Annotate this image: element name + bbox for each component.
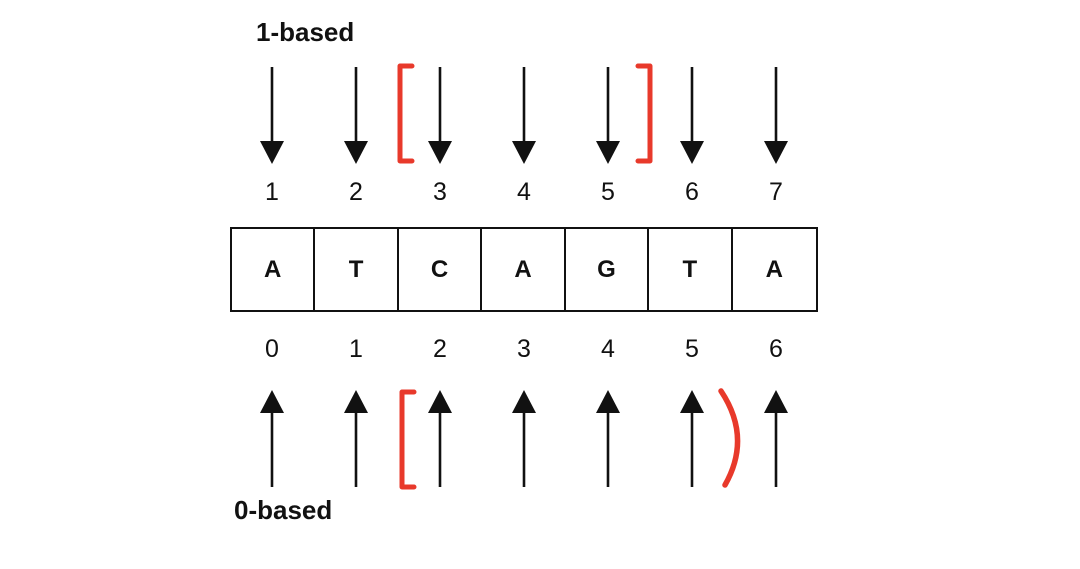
down-arrow-icon [427, 66, 453, 165]
up-arrow-icon [343, 389, 369, 488]
up-arrow-icon [679, 389, 705, 488]
position-label: 6 [685, 178, 699, 206]
position-label: 4 [601, 335, 615, 363]
one-based-positions-row: 1 2 3 4 5 6 7 [230, 176, 818, 208]
position-label: 5 [685, 335, 699, 363]
zero-based-arrow-row [230, 389, 818, 488]
position-label: 7 [769, 178, 783, 206]
open-bracket-icon [395, 62, 415, 165]
sequence-cell: T [315, 229, 399, 310]
down-arrow-icon [763, 66, 789, 165]
position-label: 2 [433, 335, 447, 363]
position-label: 0 [265, 335, 279, 363]
position-label: 1 [349, 335, 363, 363]
down-arrow-icon [343, 66, 369, 165]
sequence-boxes: A T C A G T A [230, 227, 818, 312]
sequence-cell: G [566, 229, 650, 310]
close-paren-icon [714, 386, 754, 489]
down-arrow-icon [511, 66, 537, 165]
position-label: 5 [601, 178, 615, 206]
position-label: 1 [265, 178, 279, 206]
position-label: 2 [349, 178, 363, 206]
zero-based-label: 0-based [234, 495, 333, 525]
up-arrow-icon [595, 389, 621, 488]
sequence-cell: C [399, 229, 483, 310]
close-bracket-icon [635, 62, 655, 165]
position-label: 3 [433, 178, 447, 206]
up-arrow-icon [511, 389, 537, 488]
down-arrow-icon [679, 66, 705, 165]
position-label: 6 [769, 335, 783, 363]
sequence-cell: A [232, 229, 316, 310]
up-arrow-icon [763, 389, 789, 488]
open-bracket-icon [397, 388, 417, 491]
down-arrow-icon [595, 66, 621, 165]
one-based-label: 1-based [256, 17, 355, 47]
up-arrow-icon [259, 389, 285, 488]
position-label: 4 [517, 178, 531, 206]
one-based-arrow-row [230, 66, 818, 165]
zero-based-positions-row: 0 1 2 3 4 5 6 [230, 333, 818, 365]
sequence-cell: A [482, 229, 566, 310]
sequence-cell: T [649, 229, 733, 310]
position-label: 3 [517, 335, 531, 363]
down-arrow-icon [259, 66, 285, 165]
sequence-cell: A [765, 255, 783, 283]
up-arrow-icon [427, 389, 453, 488]
